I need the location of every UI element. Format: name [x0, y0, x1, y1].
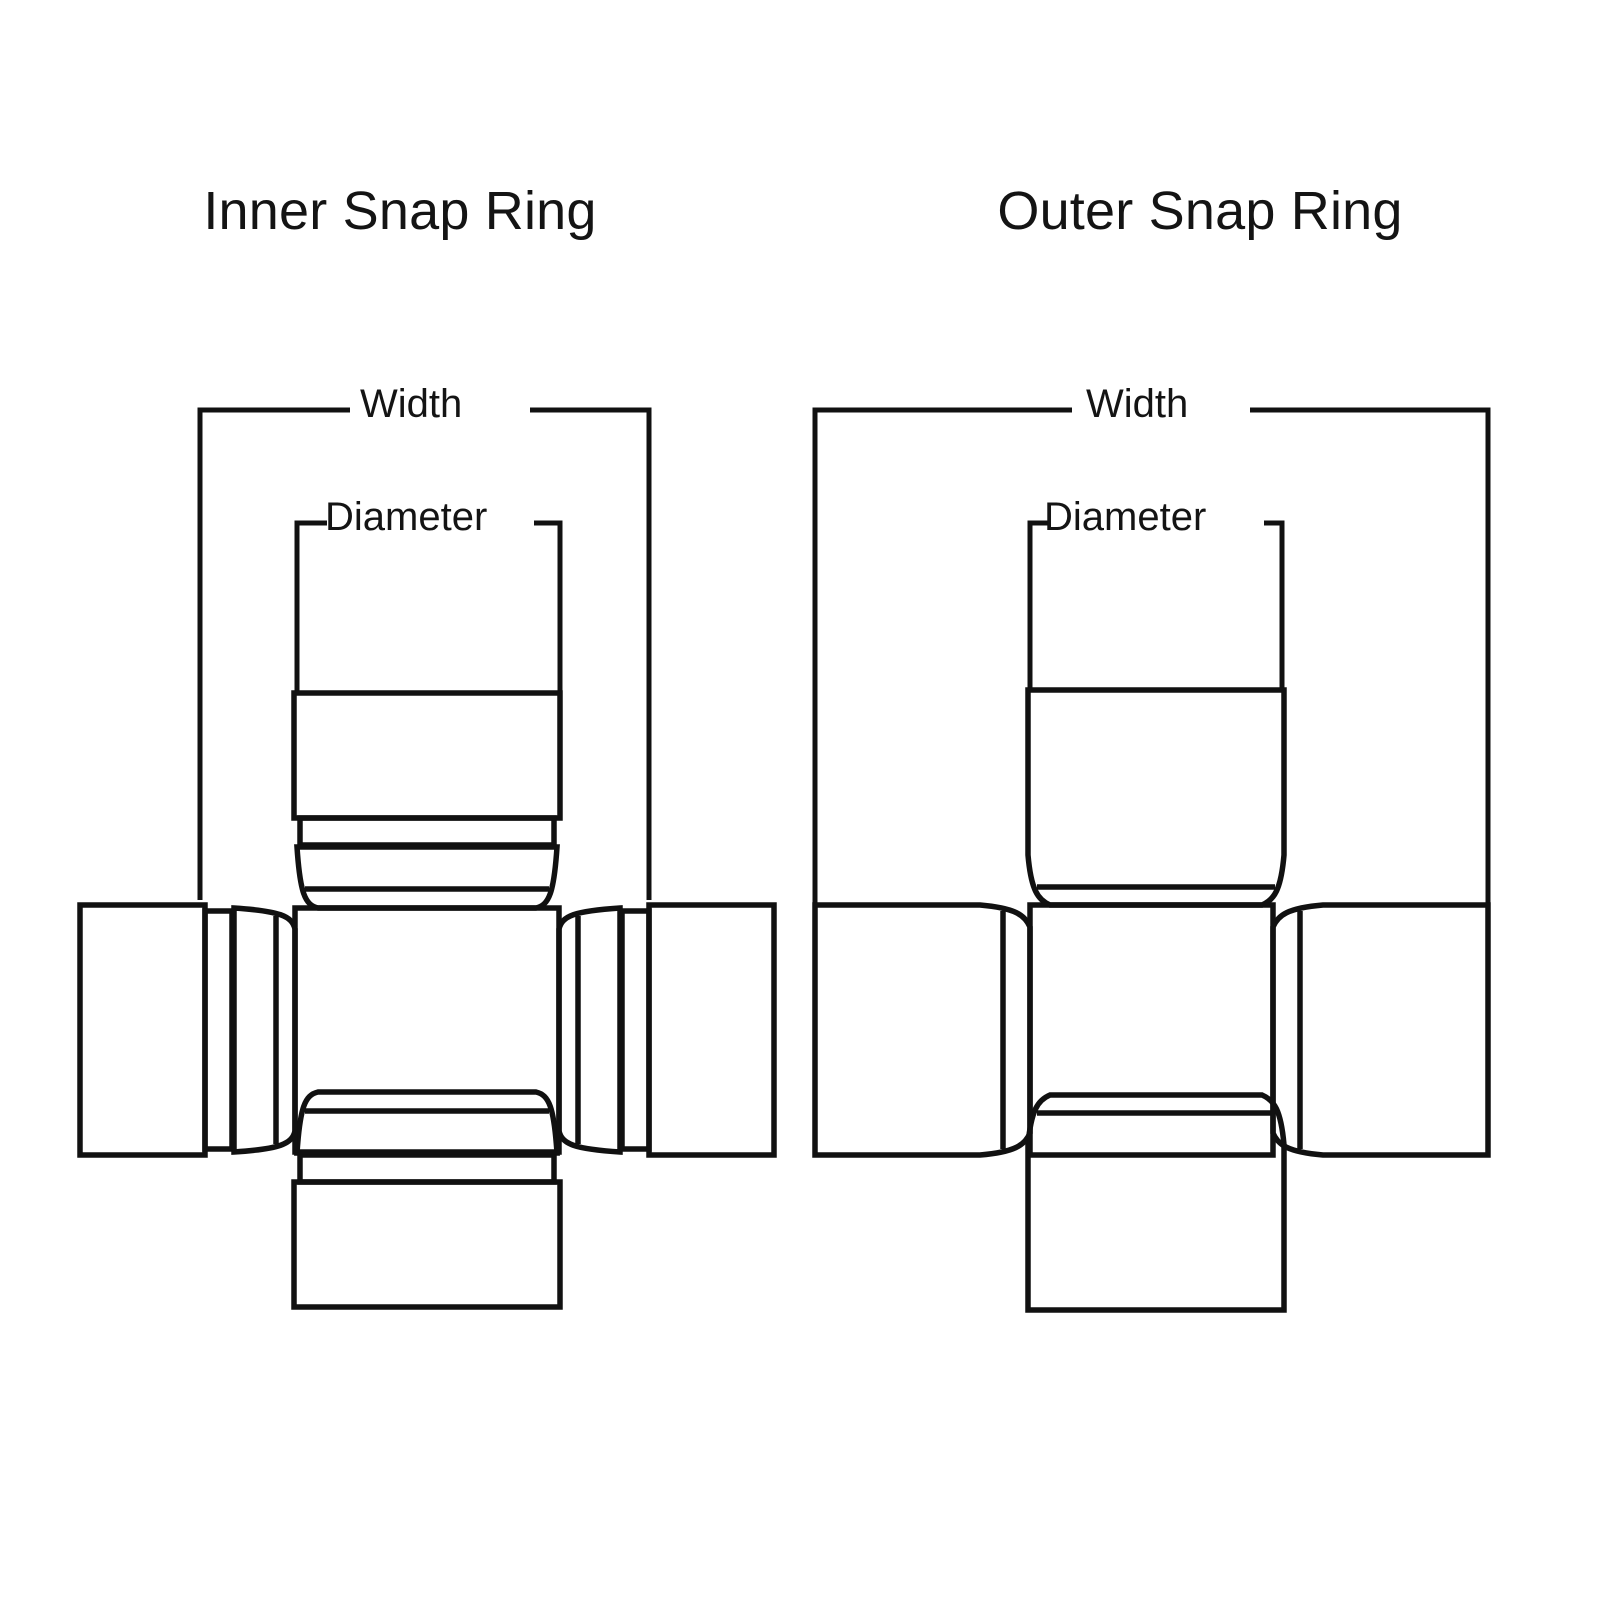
- cross-body-inner: [292, 905, 562, 1155]
- left-trunnion-inner: [231, 905, 298, 1155]
- top-trunnion-inner: [294, 844, 560, 911]
- diameter-dimension-label-outer: Diameter: [1044, 495, 1207, 539]
- diameter-dimension-bracket-inner: [294, 520, 563, 692]
- bottom-bearing-cap-outer: [1025, 1092, 1287, 1313]
- universal-joint-drawing-outer: [812, 407, 1491, 1313]
- width-dimension-label-inner: Width: [360, 382, 463, 426]
- right-bearing-cap-inner: [619, 902, 777, 1158]
- panel-title-outer: Outer Snap Ring: [997, 181, 1403, 241]
- width-dimension-bracket-inner: [197, 407, 652, 900]
- cross-body-outer: [1027, 902, 1276, 1158]
- diameter-dimension-label-inner: Diameter: [325, 495, 488, 539]
- panel-outer-snap-ring: Outer Snap Ring Width Diameter: [800, 0, 1600, 1600]
- width-dimension-bracket-outer: [812, 407, 1491, 905]
- top-bearing-cap-outer: [1025, 687, 1287, 908]
- universal-joint-drawing-inner: [77, 407, 777, 1310]
- right-trunnion-inner: [556, 905, 623, 1155]
- panel-inner-snap-ring: Inner Snap Ring Width Diameter: [77, 181, 777, 1310]
- bottom-bearing-cap-inner: [291, 1152, 563, 1310]
- diameter-dimension-bracket-outer: [1027, 520, 1285, 690]
- bottom-trunnion-inner: [294, 1089, 560, 1156]
- panel-title-inner: Inner Snap Ring: [203, 181, 597, 241]
- left-bearing-cap-inner: [77, 902, 235, 1158]
- right-bearing-cap-outer: [1270, 902, 1491, 1158]
- left-bearing-cap-outer: [812, 902, 1033, 1158]
- top-bearing-cap-inner: [291, 690, 563, 848]
- width-dimension-label-outer: Width: [1086, 382, 1189, 426]
